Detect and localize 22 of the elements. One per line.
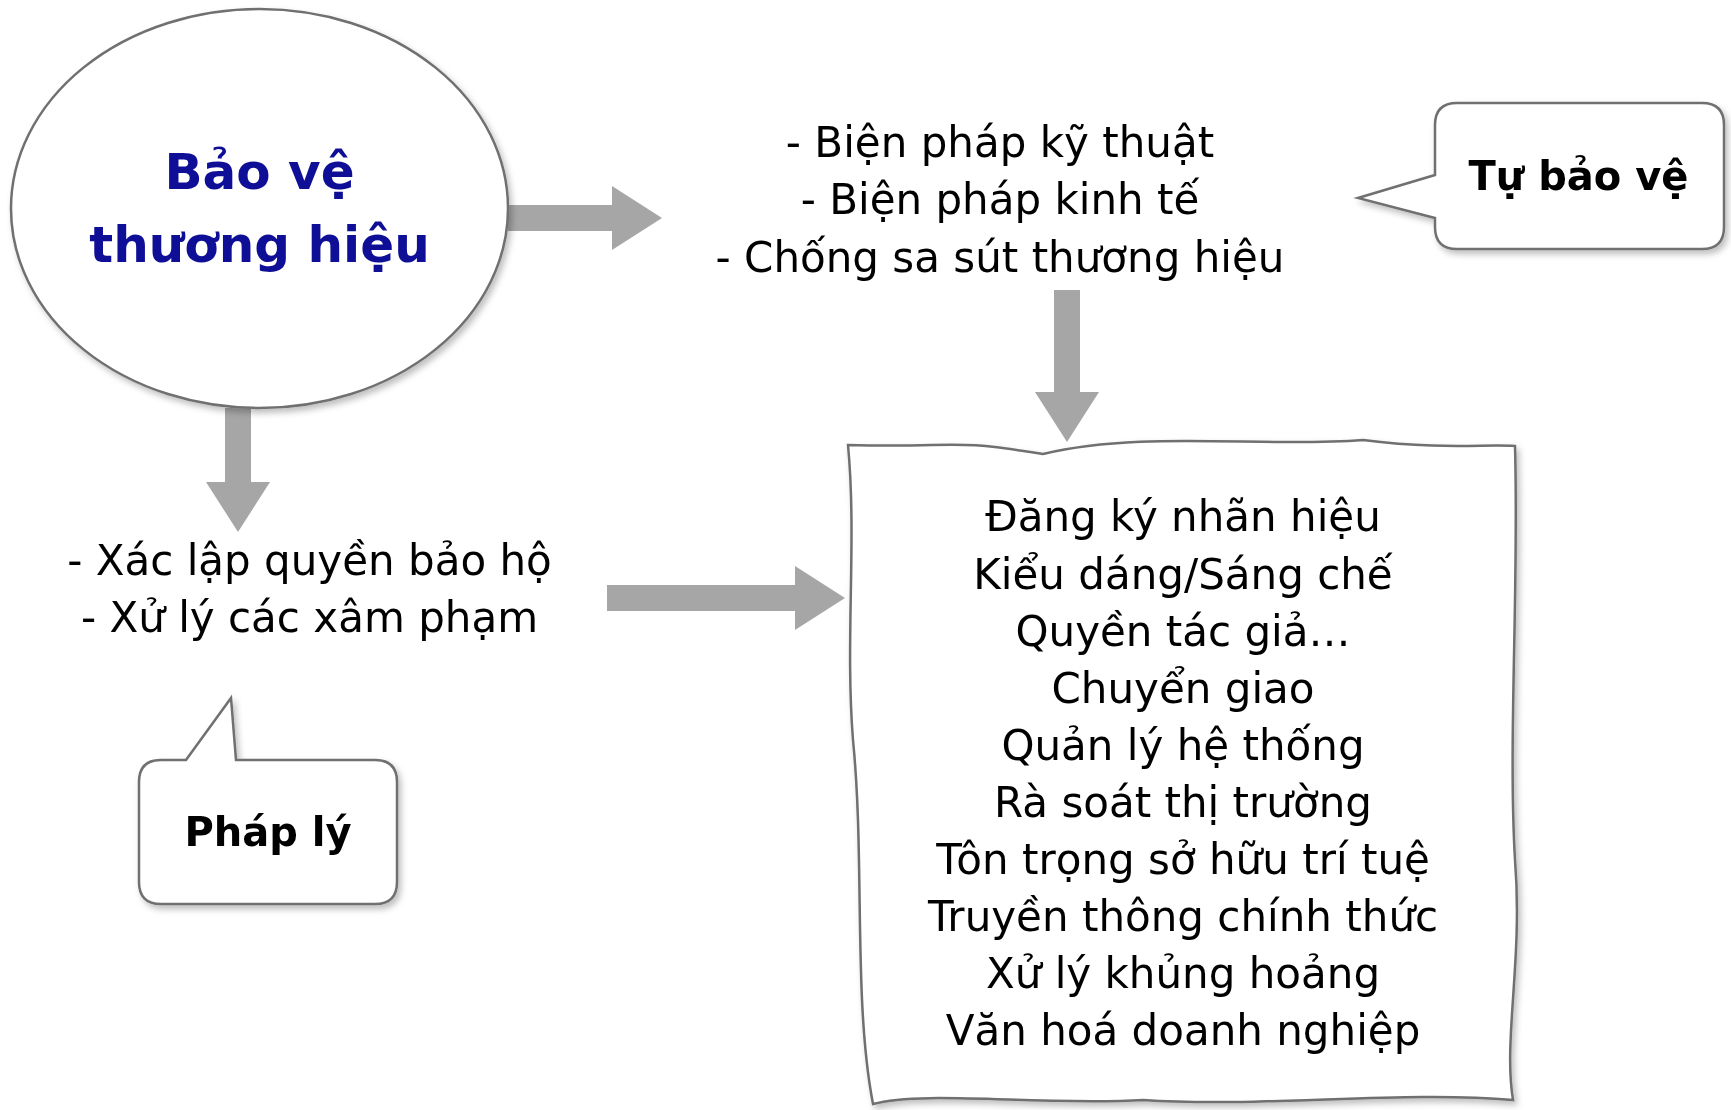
list-item: - Xử lý các xâm phạm [80,592,539,644]
block-arrow [1035,290,1099,442]
list-item: Tôn trọng sở hữu trí tuệ [936,834,1430,887]
list-item: - Chống sa sút thương hiệu [715,231,1285,284]
title-text: Bảo vệ thương hiệu [88,142,431,276]
list-item: - Biện pháp kỹ thuật [785,117,1215,170]
list-item: Chuyển giao [1051,662,1315,715]
list-item: Kiểu dáng/Sáng chế [973,548,1393,601]
block-arrow [508,186,662,250]
list-item: - Xác lập quyền bảo hộ [67,534,552,587]
list-item: Quyền tác giả… [1015,605,1351,658]
block-arrow [607,566,845,630]
list-item: Rà soát thị trường [994,777,1372,829]
list-item: Truyền thông chính thức [927,891,1439,944]
list-item: Xử lý khủng hoảng [985,948,1381,1001]
list-item: Văn hoá doanh nghiệp [945,1005,1421,1058]
callout-text: Pháp lý [184,808,352,856]
block-arrow [206,408,270,532]
callout-text: Tự bảo vệ [1468,152,1689,200]
list-item: Đăng ký nhãn hiệu [985,491,1381,544]
list-item: Quản lý hệ thống [1001,719,1365,772]
list-item: - Biện pháp kinh tế [800,174,1200,227]
